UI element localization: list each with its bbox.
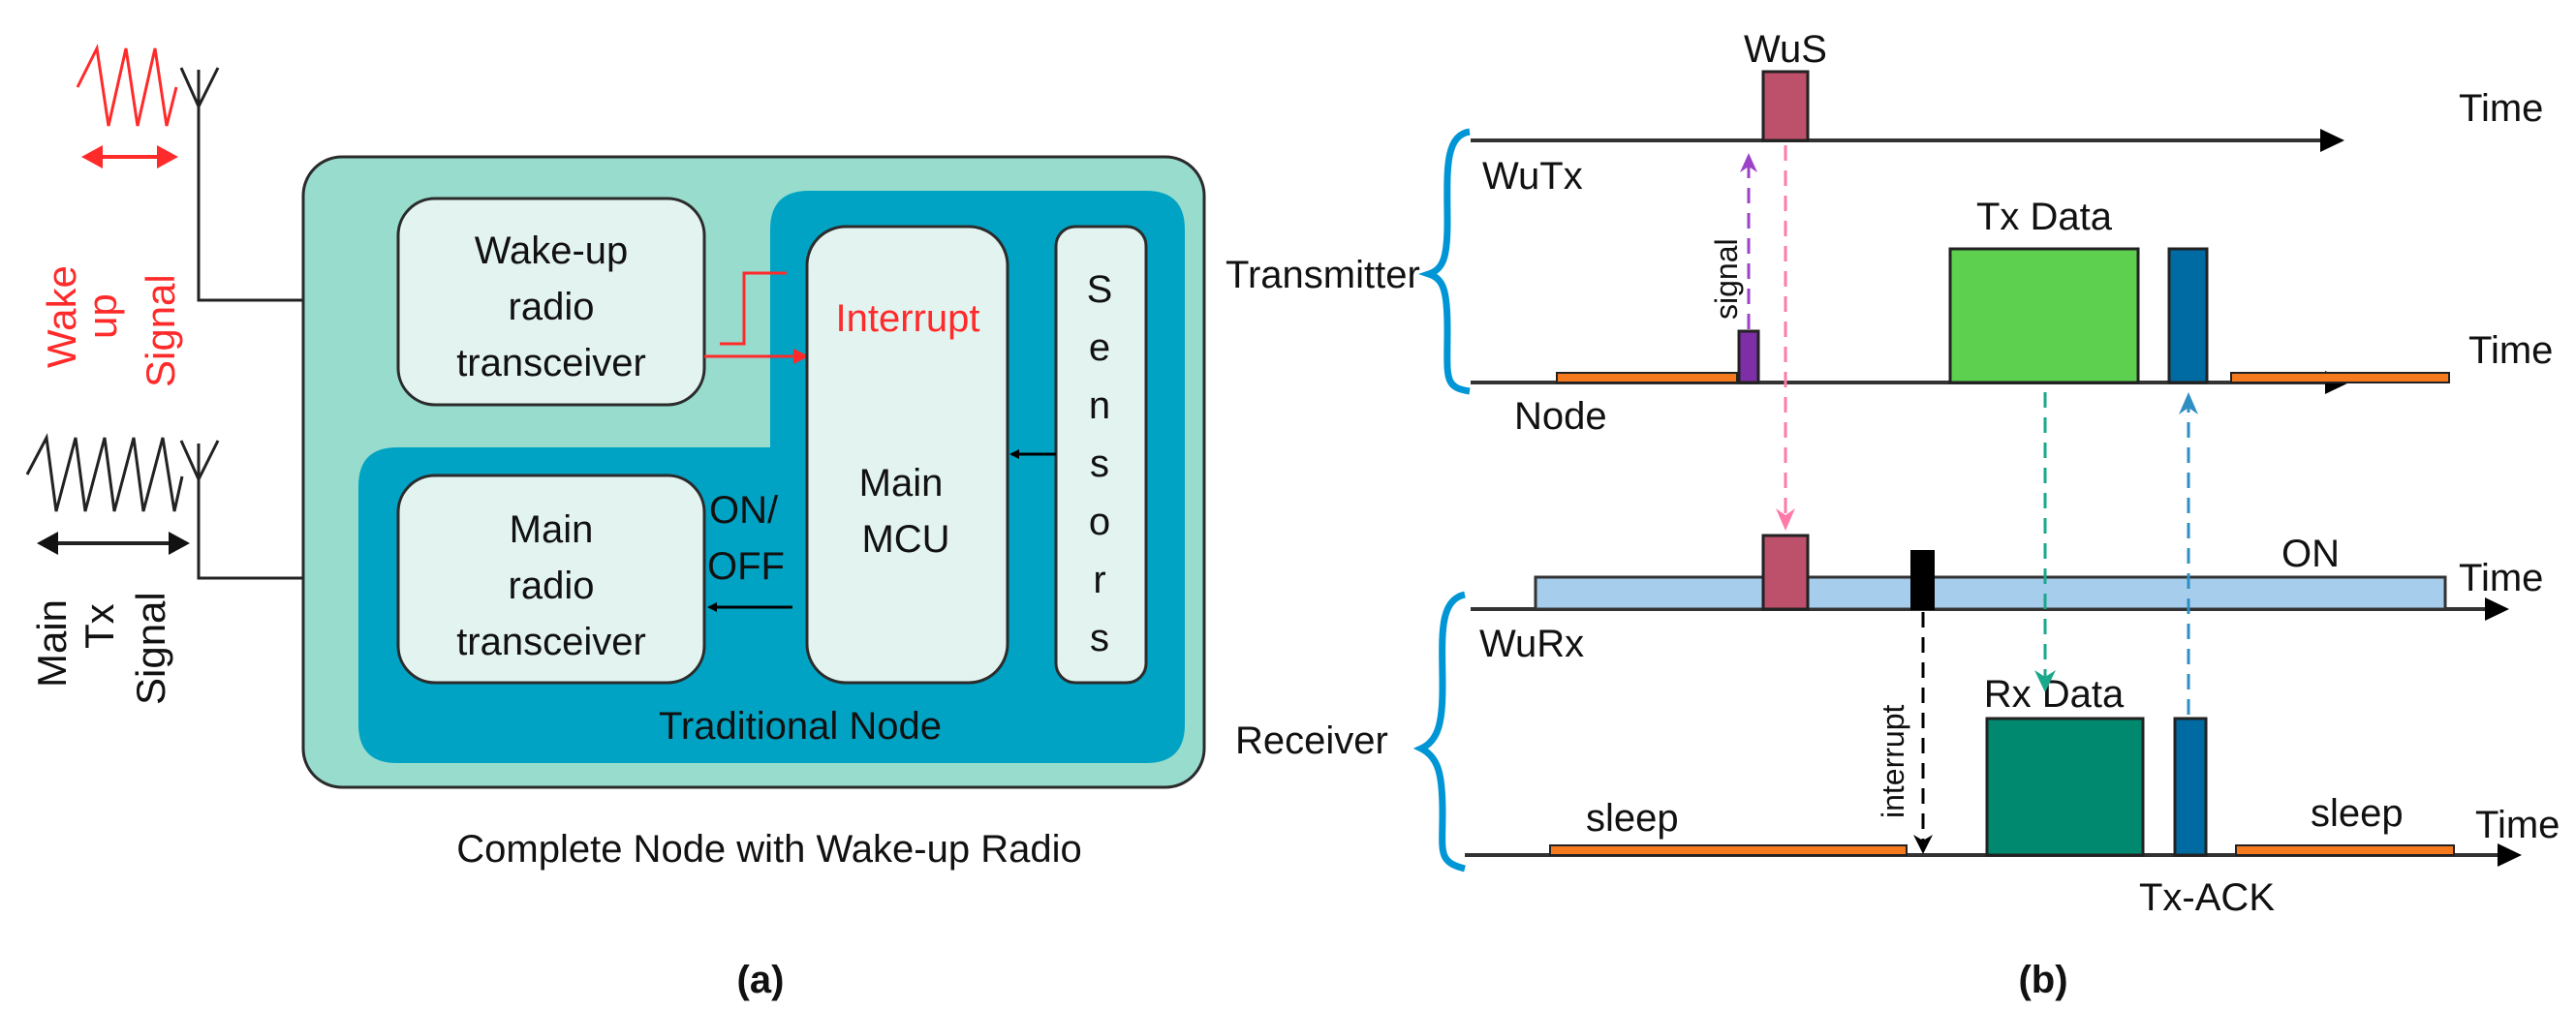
svg-text:Tx: Tx xyxy=(77,603,122,649)
panel-a-title: Complete Node with Wake-up Radio xyxy=(456,828,1082,871)
wutx-axis xyxy=(1471,129,2344,152)
main-radio-transceiver-box xyxy=(396,474,706,685)
svg-text:up: up xyxy=(79,293,125,339)
main-mcu-label: Main MCU xyxy=(859,462,950,561)
svg-text:OFF: OFF xyxy=(707,545,785,588)
svg-text:s: s xyxy=(1090,443,1109,485)
rx-sleep-bar-right xyxy=(2235,844,2455,856)
svg-text:Main: Main xyxy=(510,508,594,551)
wus-dashed-arrow xyxy=(1776,145,1795,531)
on-off-label: ON/ OFF xyxy=(707,489,785,588)
panel-b: Transmitter Receiver Time Time Time Time… xyxy=(1226,28,2560,1001)
traditional-node-label: Traditional Node xyxy=(659,705,942,748)
rx-data-label: Rx Data xyxy=(1984,673,2125,716)
time-label-wurx: Time xyxy=(2459,557,2543,599)
rx-sleep-label-right: sleep xyxy=(2311,792,2404,835)
interrupt-arrow-label: interrupt xyxy=(1876,705,1910,819)
svg-text:Main: Main xyxy=(29,599,75,688)
ack-dashed-arrow xyxy=(2179,392,2198,715)
main-tx-signal-label: Main Tx Signal xyxy=(29,592,173,705)
wurx-on-label: ON xyxy=(2281,533,2340,575)
svg-text:transceiver: transceiver xyxy=(456,342,646,384)
wakeup-radio-transceiver-label: Wake-up radio transceiver xyxy=(456,230,646,384)
wakeup-signal-label: Wake up Signal xyxy=(39,265,183,387)
panel-a: Wake up Signal Main Tx Signal xyxy=(25,44,1206,1001)
tx-data-pulse xyxy=(1948,247,2140,384)
time-label-rx-node: Time xyxy=(2475,804,2560,846)
svg-text:s: s xyxy=(1090,617,1109,659)
wakeup-radio-transceiver-box xyxy=(396,197,706,407)
wus-label: WuS xyxy=(1744,28,1827,71)
interrupt-dashed-arrow xyxy=(1913,612,1933,854)
signal-pulse xyxy=(1737,329,1760,384)
main-radio-transceiver-label: Main radio transceiver xyxy=(456,508,646,663)
main-tx-signal-span-arrow xyxy=(37,532,190,555)
main-mcu-box xyxy=(805,225,1009,685)
receiver-label: Receiver xyxy=(1235,719,1388,762)
panel-a-caption: (a) xyxy=(737,959,785,1001)
rx-sleep-label-left: sleep xyxy=(1586,797,1679,840)
wurx-label: WuRx xyxy=(1479,623,1584,665)
tx-node-label: Node xyxy=(1514,395,1607,438)
interrupt-label: Interrupt xyxy=(836,297,980,340)
tx-ack-label: Tx-ACK xyxy=(2139,876,2275,919)
tx-sleep-bar-right xyxy=(2230,372,2450,383)
svg-text:Wake: Wake xyxy=(39,265,84,368)
sensors-label: S e n s o r s xyxy=(1087,268,1113,659)
svg-text:o: o xyxy=(1089,501,1110,543)
panel-b-caption: (b) xyxy=(2018,959,2067,1001)
svg-text:Wake-up: Wake-up xyxy=(475,230,629,272)
wus-pulse-rx xyxy=(1761,534,1810,611)
svg-text:r: r xyxy=(1093,559,1105,601)
svg-text:S: S xyxy=(1087,268,1113,311)
time-label-tx-node: Time xyxy=(2468,329,2553,372)
svg-text:n: n xyxy=(1089,384,1110,427)
transmitter-brace-icon xyxy=(1417,128,1471,395)
transmitter-label: Transmitter xyxy=(1226,254,1420,296)
rx-data-pulse xyxy=(1985,717,2145,857)
tx-data-label: Tx Data xyxy=(1976,196,2113,238)
main-tx-signal-wave xyxy=(25,433,184,512)
svg-text:MCU: MCU xyxy=(861,518,949,561)
svg-text:transceiver: transceiver xyxy=(456,621,646,663)
svg-text:ON/: ON/ xyxy=(709,489,779,532)
svg-text:radio: radio xyxy=(509,565,595,607)
wurx-on-bar xyxy=(1534,575,2447,611)
interrupt-pulse xyxy=(1910,550,1935,610)
wutx-label: WuTx xyxy=(1482,155,1583,198)
svg-text:radio: radio xyxy=(509,286,595,328)
tx-ack-pulse xyxy=(2173,717,2208,857)
tx-sleep-bar-left xyxy=(1556,372,1738,383)
wus-pulse-tx xyxy=(1761,70,1810,142)
rx-sleep-bar-left xyxy=(1549,844,1908,856)
svg-text:Signal: Signal xyxy=(128,592,173,705)
time-label-wutx: Time xyxy=(2459,87,2543,130)
interrupt-step-icon xyxy=(720,271,787,346)
receiver-brace-icon xyxy=(1412,591,1467,872)
wakeup-signal-wave xyxy=(76,44,178,127)
data-dashed-arrow xyxy=(2034,392,2056,692)
signal-label: signal xyxy=(1709,238,1744,320)
svg-text:Main: Main xyxy=(859,462,944,505)
svg-text:Signal: Signal xyxy=(138,274,183,387)
rx-ack-pulse-tx xyxy=(2167,247,2209,384)
signal-dashed-arrow xyxy=(1740,153,1757,329)
wakeup-signal-span-arrow xyxy=(81,145,178,168)
svg-text:e: e xyxy=(1089,326,1110,369)
